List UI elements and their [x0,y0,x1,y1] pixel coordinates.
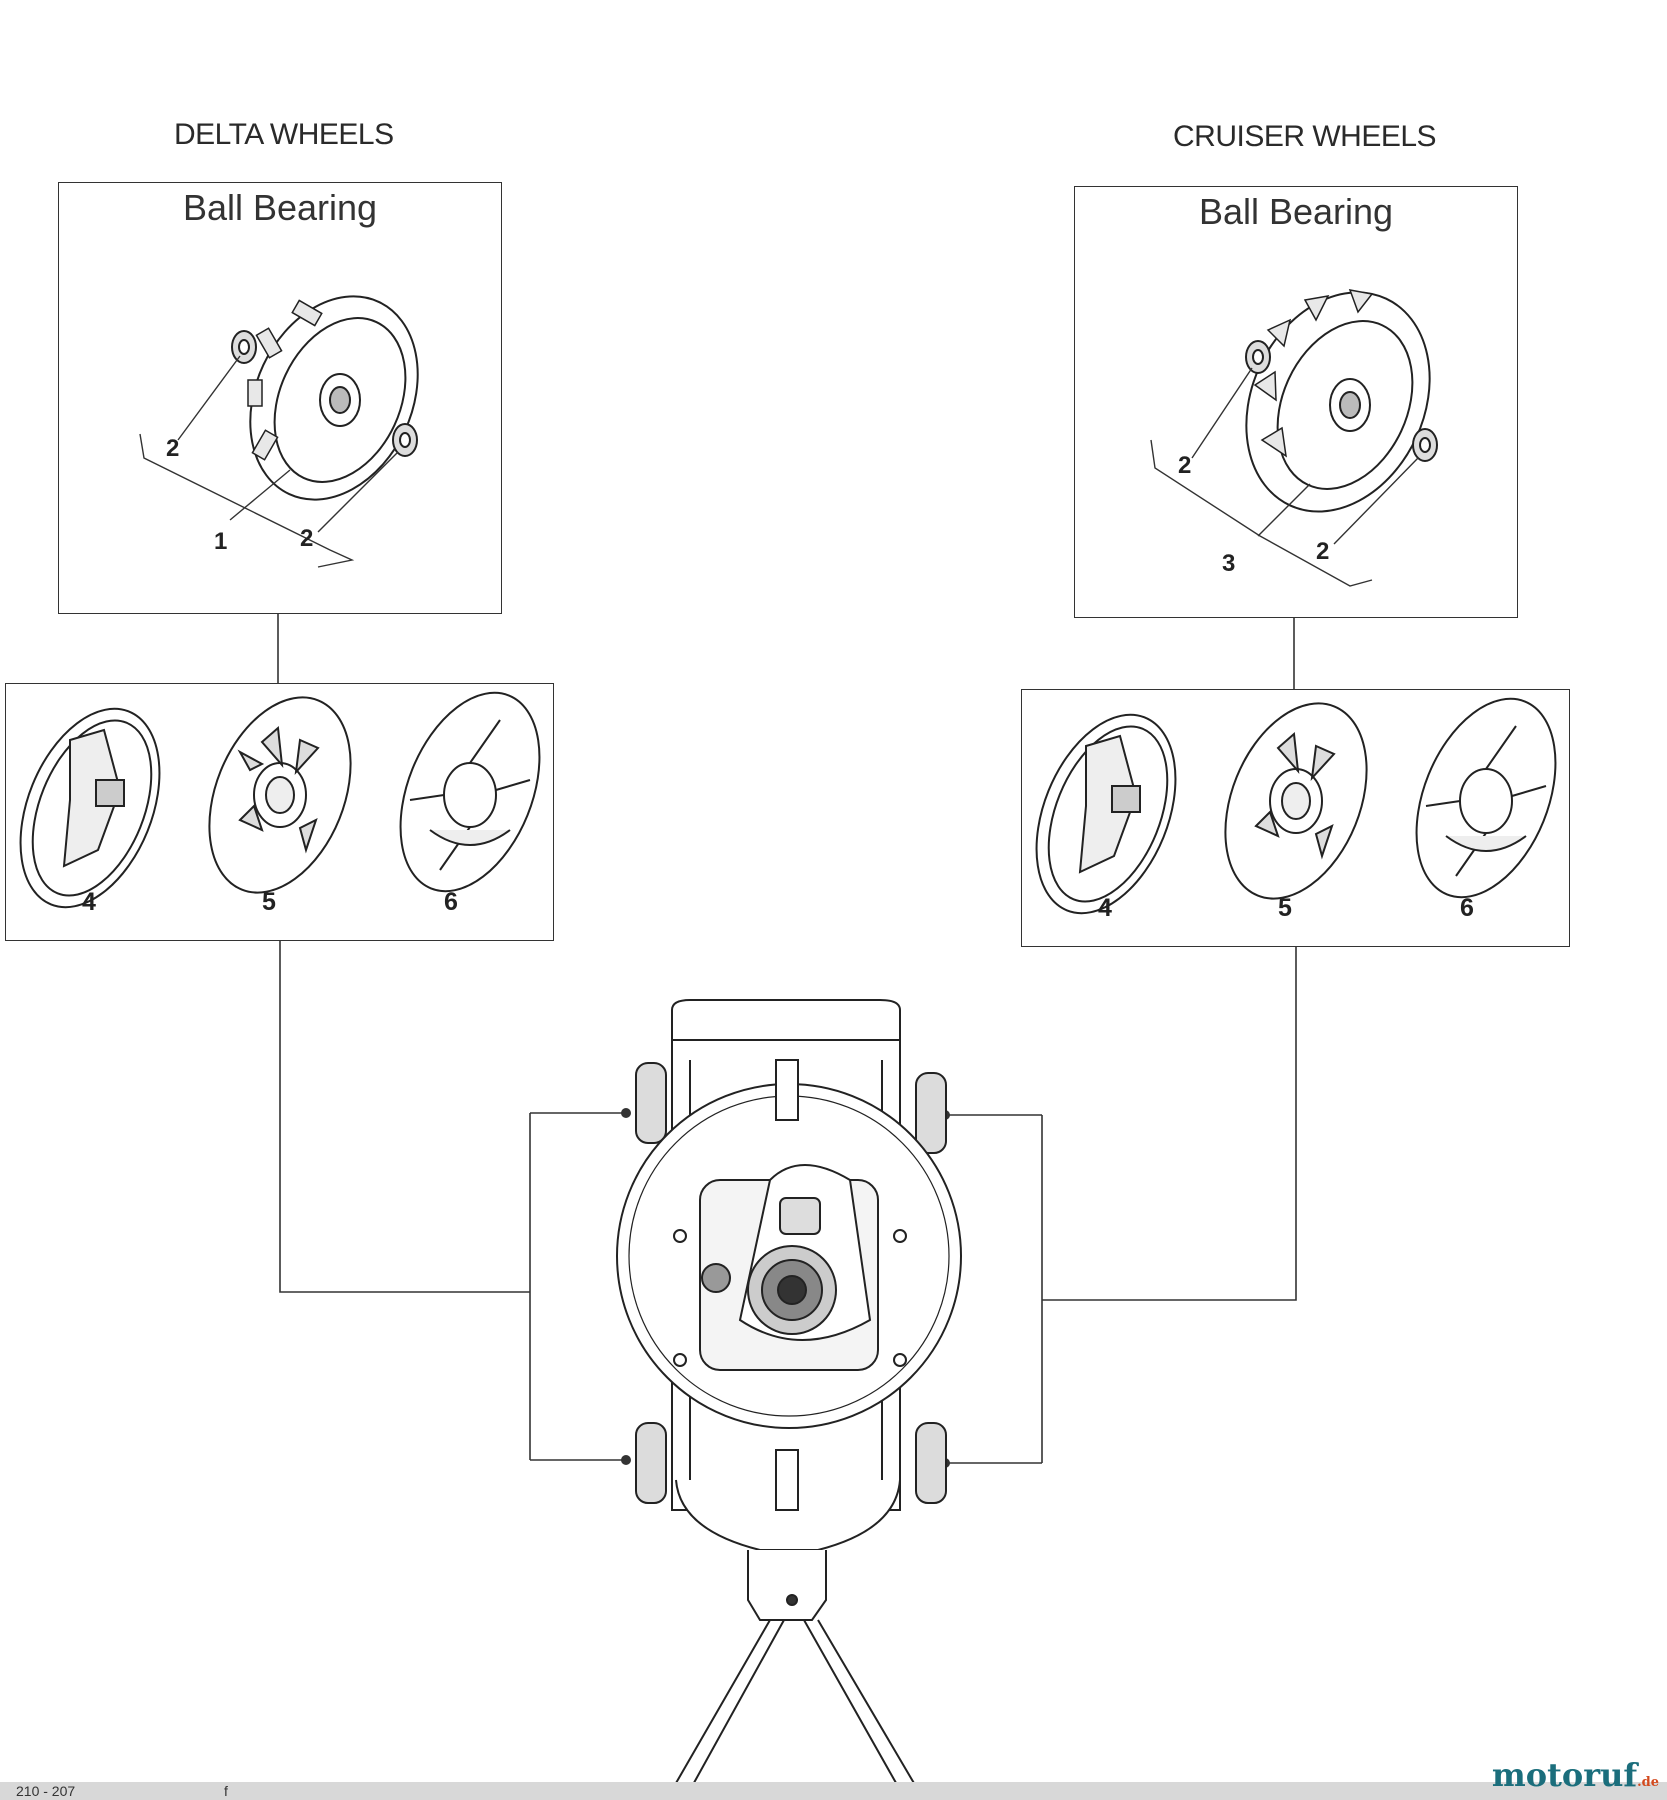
delta-hubcap-5-label: 5 [262,888,276,916]
cruiser-callout-bearing-right: 2 [1316,538,1330,565]
delta-hubcap-6-label: 6 [444,888,458,916]
cruiser-hubcap-5-label: 5 [1278,894,1292,922]
cruiser-hubcap-4-label: 4 [1098,894,1112,922]
watermark-logo: motoruf.de [1492,1756,1659,1794]
cruiser-ball-bearing-label: Ball Bearing [1198,191,1394,232]
cruiser-hubcap-6 [1415,697,1557,899]
cruiser-wheels-title: CRUISER WHEELS [1173,120,1437,153]
footer-mark: f [224,1783,228,1799]
delta-hubcap-4-label: 4 [82,888,96,916]
watermark-suffix: .de [1637,1775,1659,1790]
delta-ball-bearing-label: Ball Bearing [182,187,378,228]
cruiser-callout-wheel: 3 [1222,550,1236,577]
delta-hubcap-6 [399,691,541,893]
cruiser-hubcap-6-label: 6 [1460,894,1474,922]
delta-callout-wheel: 1 [214,528,228,555]
delta-callout-bearing-left: 2 [166,435,180,462]
delta-wheel-drawing [231,295,419,501]
cruiser-wheel-drawing [1245,289,1438,513]
delta-hubcap-5 [208,696,352,894]
watermark-main: motoruf [1491,1756,1638,1794]
mower-drawing [616,999,962,1791]
footer-page-ref: 210 - 207 [16,1783,76,1799]
cruiser-hubcap-5 [1224,702,1368,900]
cruiser-callout-bearing-left: 2 [1178,452,1192,479]
delta-callout-bearing-right: 2 [300,525,314,552]
cruiser-hubcap-4 [1035,713,1177,915]
delta-wheels-title: DELTA WHEELS [174,118,394,151]
delta-ball-bearing-box: Ball Bearing [58,182,502,614]
page-footer-strip: 210 - 207 f [0,1782,1667,1800]
delta-hubcap-4 [19,707,161,909]
